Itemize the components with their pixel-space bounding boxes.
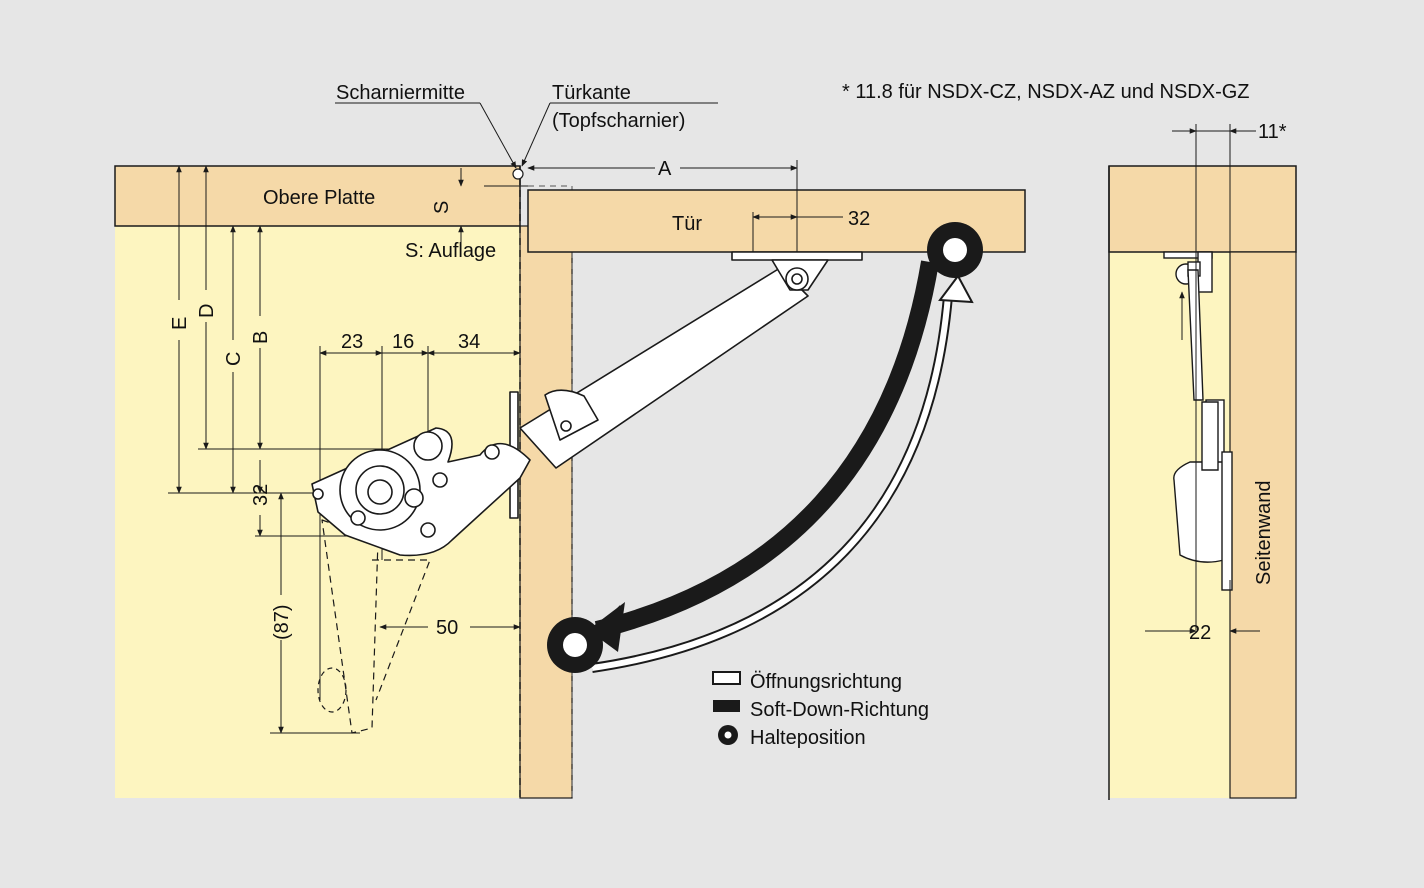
dim-22: 22: [1189, 622, 1211, 644]
dim-16: 16: [392, 331, 414, 353]
dim-C: C: [223, 352, 245, 366]
dim-D: D: [196, 304, 218, 318]
legend-opening-swatch: [712, 671, 741, 685]
dim-32-side: 32: [250, 484, 272, 506]
side-wall-label: Seitenwand: [1253, 480, 1275, 585]
door-closed-ghost: [528, 185, 573, 800]
door-edge-sublabel: (Topfscharnier): [552, 110, 685, 132]
side-board: [519, 225, 573, 799]
footnote: * 11.8 für NSDX-CZ, NSDX-AZ und NSDX-GZ: [842, 81, 1250, 103]
dim-32-door: 32: [848, 208, 870, 230]
door-edge-label: Türkante: [552, 82, 631, 104]
dim-87: (87): [271, 604, 293, 640]
hinge-center-label: Scharniermitte: [336, 82, 465, 104]
dim-A: A: [658, 158, 672, 180]
top-panel: [114, 165, 521, 227]
top-panel-label: Obere Platte: [263, 187, 375, 209]
dim-B: B: [250, 331, 272, 344]
dim-S: S: [431, 201, 453, 214]
door-label: Tür: [672, 213, 702, 235]
dim-11: 11*: [1258, 121, 1287, 143]
stay-mechanism: [311, 251, 863, 734]
legend-opening-label: Öffnungsrichtung: [750, 671, 902, 693]
hinge-center-marker: [512, 168, 524, 180]
legend-softdown-swatch: [713, 700, 740, 712]
support-note: S: Auflage: [405, 240, 496, 262]
dim-23: 23: [341, 331, 363, 353]
vertical-dimension-lines: [168, 165, 440, 537]
side-wall: [1229, 251, 1297, 799]
legend-hold-label: Halteposition: [750, 727, 866, 749]
legend-softdown-label: Soft-Down-Richtung: [750, 699, 929, 721]
side-view-top: [1108, 165, 1297, 253]
dim-34: 34: [458, 331, 480, 353]
motion-arrows: [547, 222, 983, 673]
legend: Öffnungsrichtung Soft-Down-Richtung Halt…: [712, 671, 929, 749]
dim-E: E: [169, 317, 191, 330]
dim-50: 50: [436, 617, 458, 639]
